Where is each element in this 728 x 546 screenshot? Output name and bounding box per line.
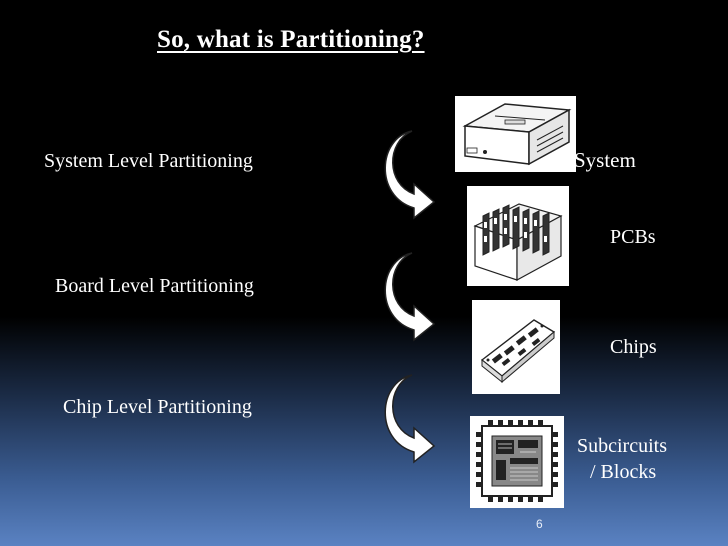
item-label-subcircuits: Subcircuits — [577, 435, 667, 457]
level-label-chip: Chip Level Partitioning — [63, 396, 252, 418]
level-label-board: Board Level Partitioning — [55, 275, 254, 297]
curved-arrow-icon — [384, 252, 436, 342]
ic-die-icon — [470, 416, 564, 508]
item-label-chips: Chips — [610, 336, 657, 358]
level-label-system: System Level Partitioning — [44, 150, 253, 172]
slide-title: So, what is Partitioning? — [157, 26, 425, 53]
curved-arrow-icon — [384, 130, 436, 220]
item-label-pcbs: PCBs — [610, 226, 656, 248]
circuit-board-icon — [472, 300, 560, 394]
item-label-system: System — [574, 148, 636, 172]
pcb-rack-icon — [467, 186, 569, 286]
page-number: 6 — [536, 517, 543, 531]
item-label-blocks: / Blocks — [590, 461, 657, 483]
curved-arrow-icon — [384, 374, 436, 464]
system-box-icon — [455, 96, 576, 172]
